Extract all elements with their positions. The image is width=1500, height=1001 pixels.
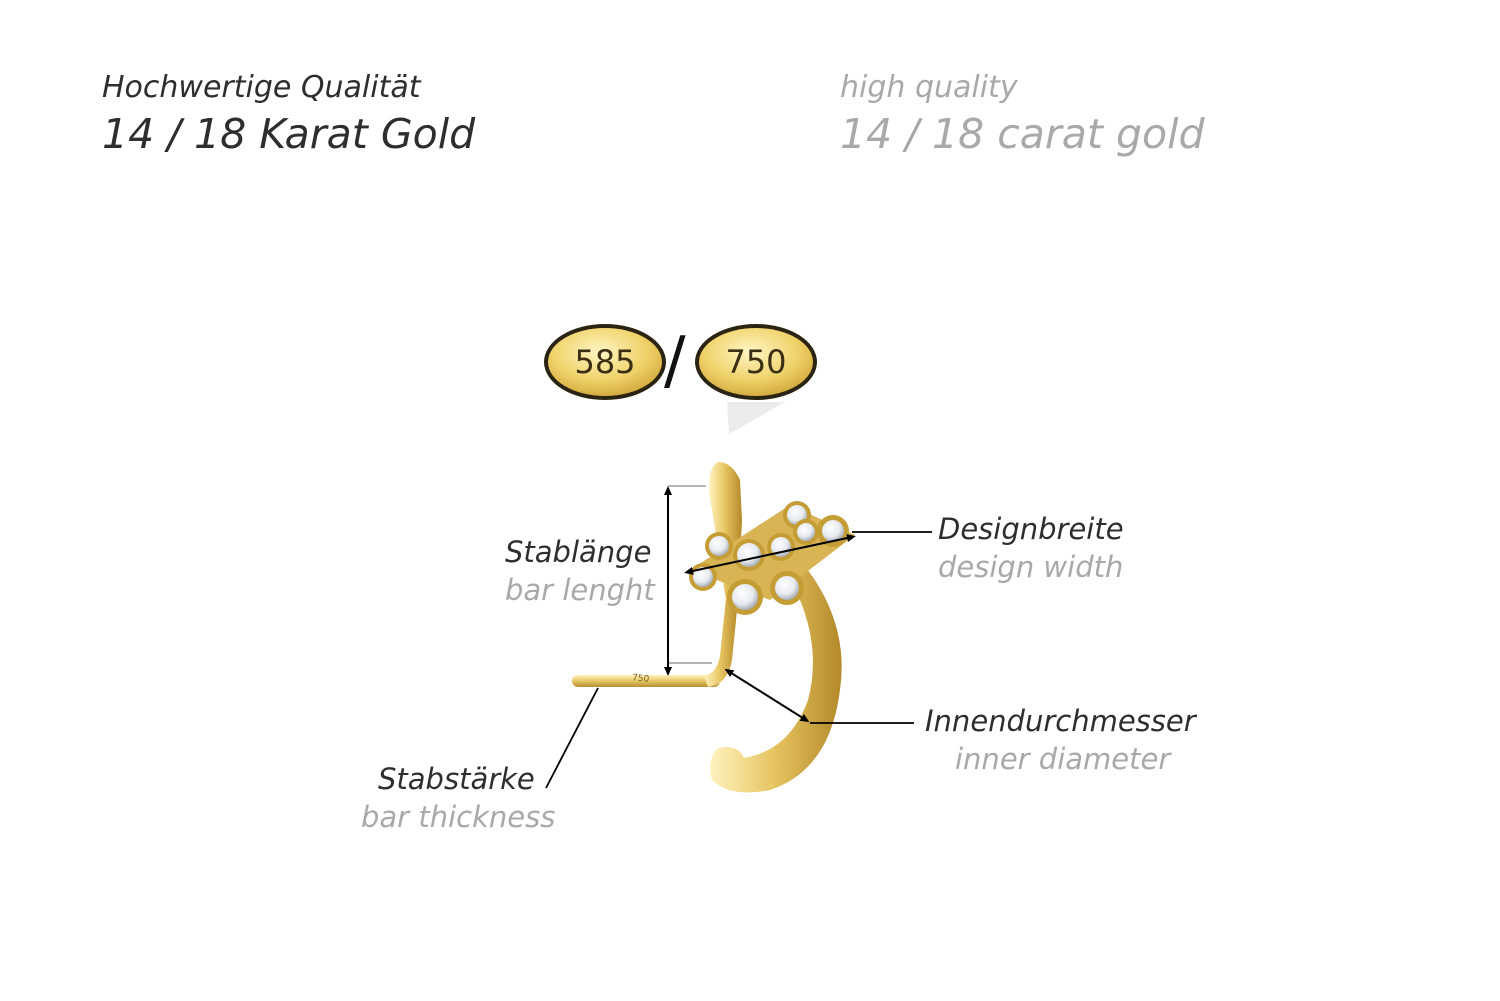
bar-bend bbox=[704, 598, 738, 687]
label-inner-diameter-de: Innendurchmesser bbox=[925, 704, 1196, 738]
header-en-line1: high quality bbox=[840, 70, 1018, 105]
bar-stamp-text: 750 bbox=[631, 673, 650, 685]
hallmark-585-badge bbox=[544, 324, 666, 400]
hallmark-585-text: 585 bbox=[574, 343, 636, 381]
inner-diameter-arrow bbox=[724, 668, 810, 723]
header-de-line1: Hochwertige Qualität bbox=[102, 70, 421, 105]
header-de-line2: 14 / 18 Karat Gold bbox=[102, 110, 476, 158]
design-width-arrow bbox=[684, 534, 856, 575]
bar-hook bbox=[710, 560, 842, 793]
bar-thickness-leader bbox=[545, 687, 599, 789]
callout-pointer bbox=[727, 402, 785, 434]
hallmark-750-text: 750 bbox=[725, 343, 787, 381]
label-bar-length-en: bar lenght bbox=[505, 573, 655, 607]
hallmark-separator: / bbox=[664, 324, 686, 398]
label-design-width-de: Designbreite bbox=[938, 512, 1124, 546]
label-bar-length-de: Stablänge bbox=[505, 535, 652, 569]
header-en-line2: 14 / 18 carat gold bbox=[840, 110, 1205, 158]
label-bar-thickness-de: Stabstärke bbox=[378, 762, 535, 796]
label-inner-diameter-en: inner diameter bbox=[955, 742, 1171, 776]
label-design-width-en: design width bbox=[938, 550, 1124, 584]
bar-shaft bbox=[572, 675, 720, 687]
hallmark-750-badge bbox=[695, 324, 817, 400]
label-bar-thickness-en: bar thickness bbox=[361, 800, 556, 834]
